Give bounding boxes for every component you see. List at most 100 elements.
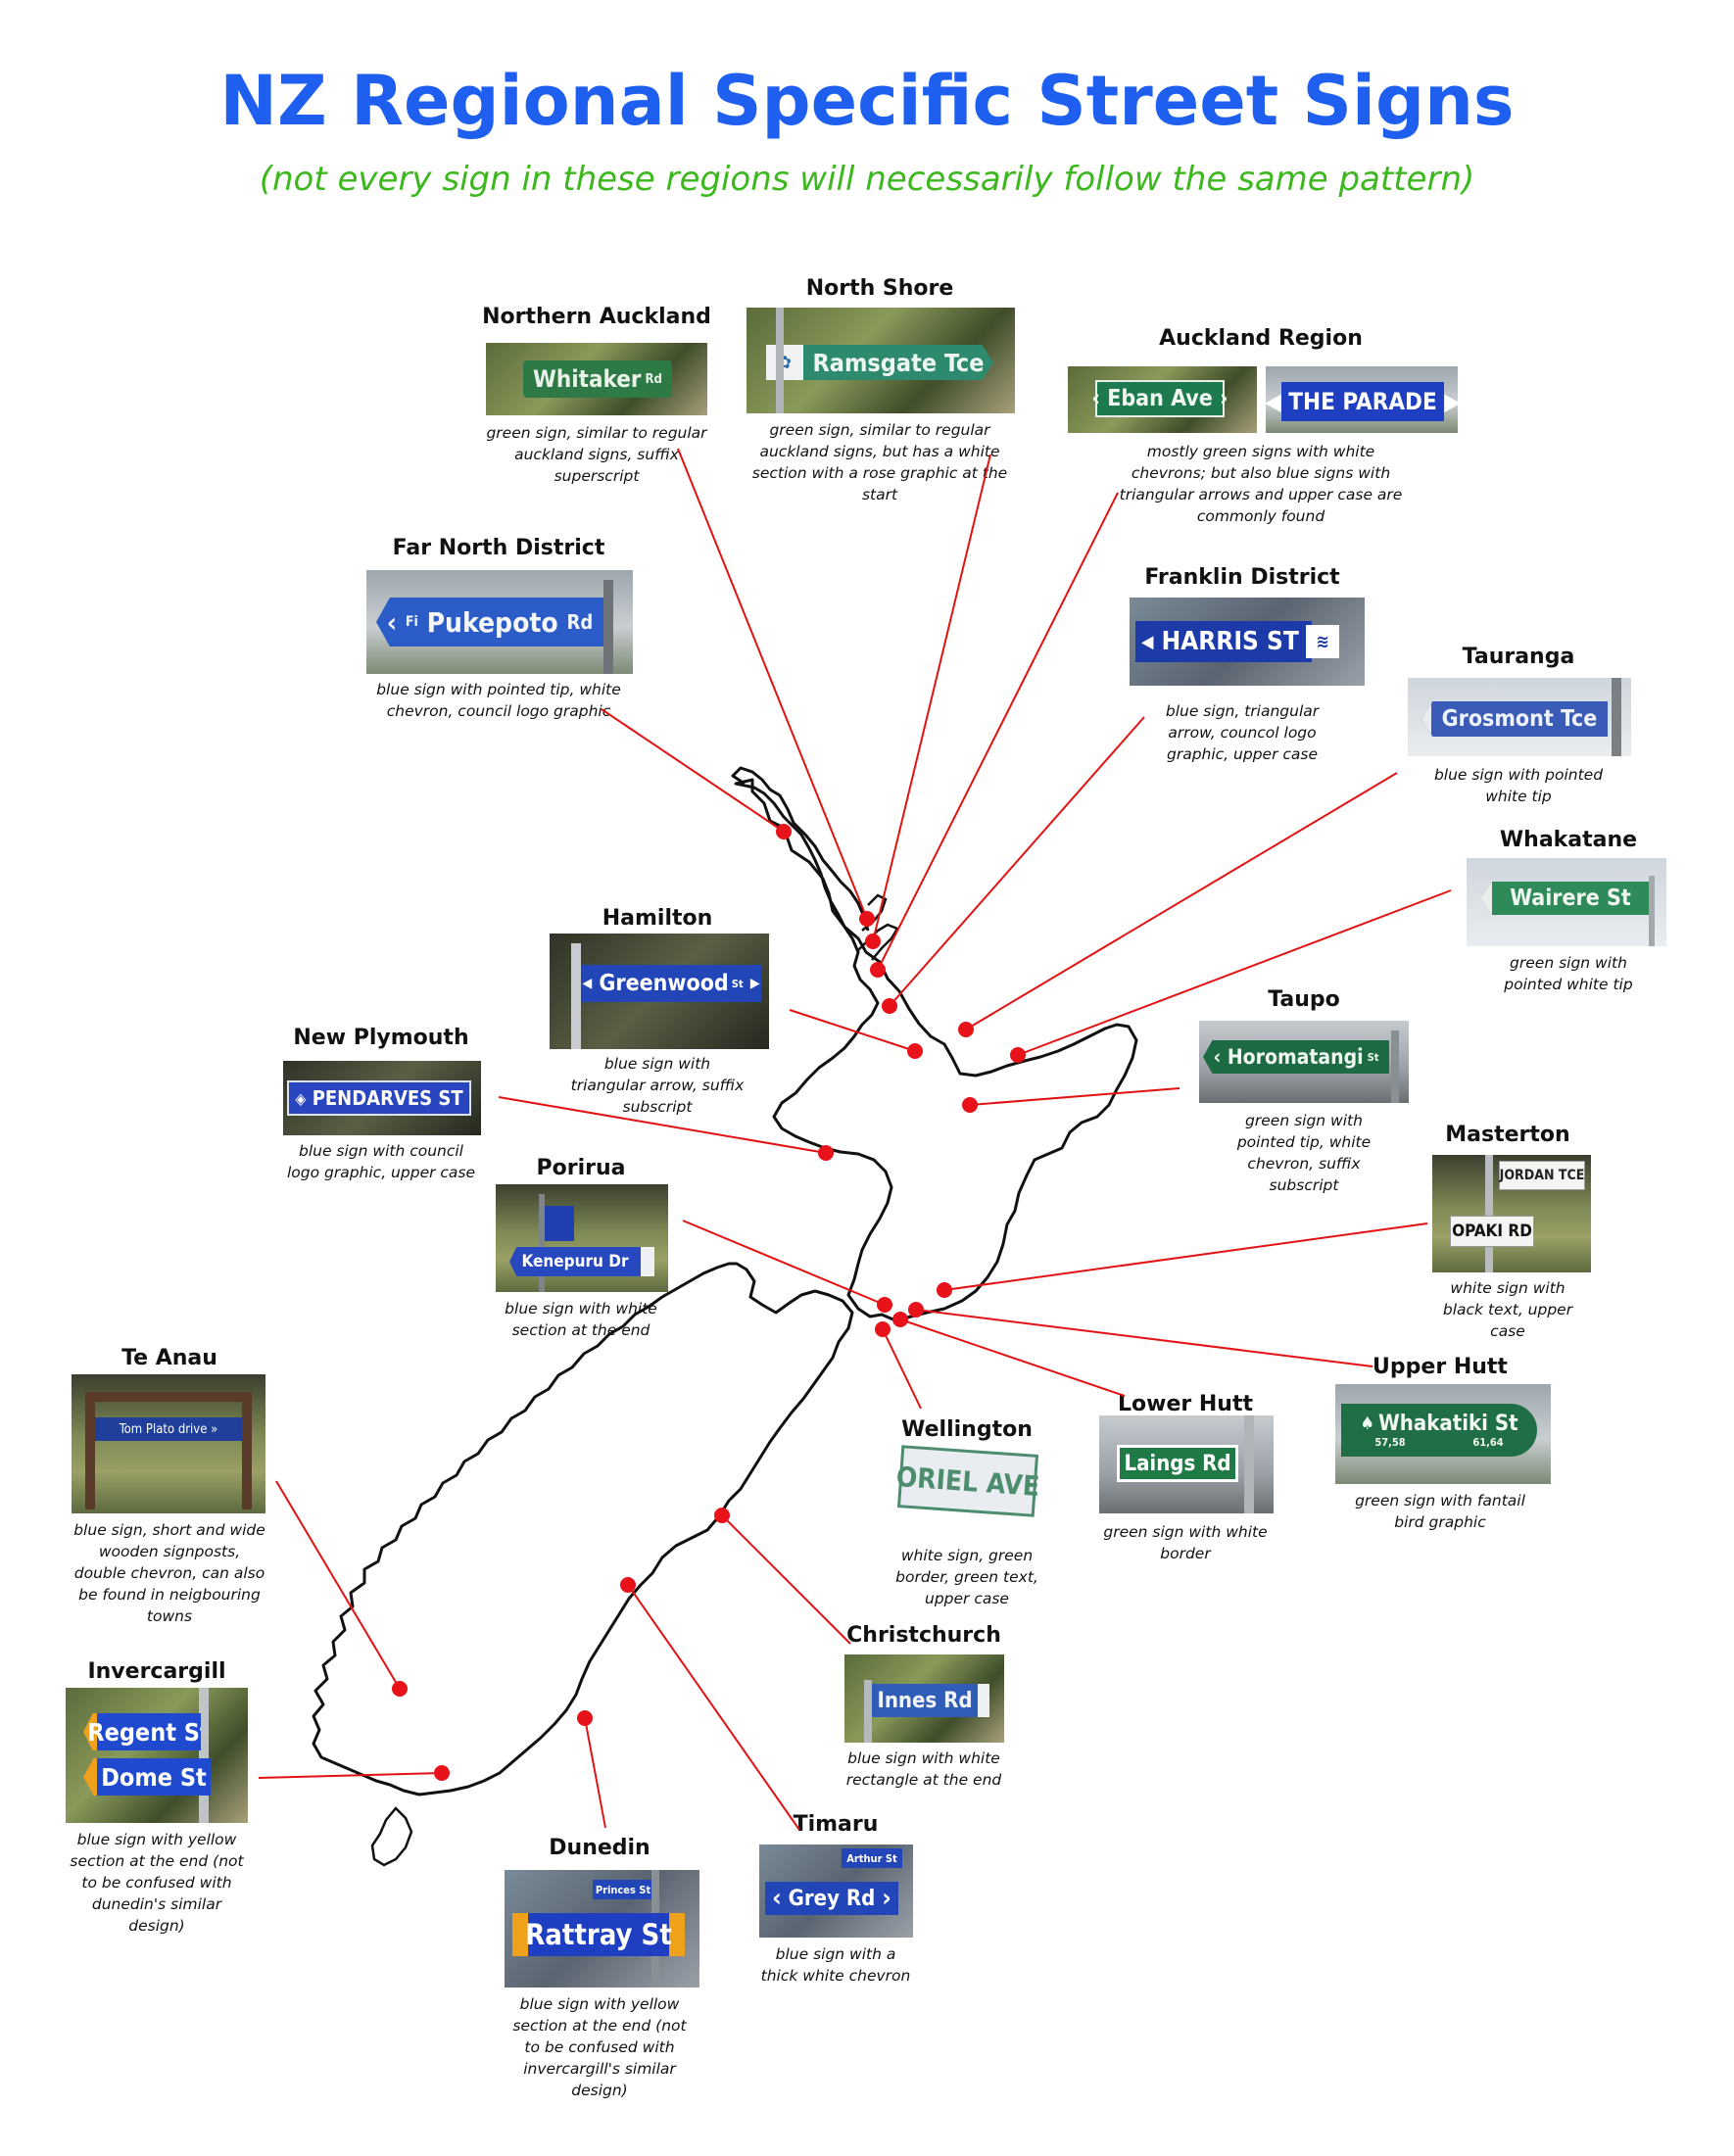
region-name-christchurch: Christchurch [846, 1623, 1001, 1648]
region-name-new-plymouth: New Plymouth [293, 1026, 469, 1050]
sign-photo-porirua: Kenepuru Dr [496, 1184, 668, 1292]
sign-suffix: Rd [645, 371, 662, 387]
sign-auckland-region-blue: ◀ THE PARADE ▶ [1266, 382, 1458, 421]
council-logo-icon: ≋ [1306, 625, 1339, 658]
region-name-north-shore: North Shore [805, 276, 954, 301]
council-logo-icon: ◈ [295, 1088, 307, 1108]
region-description-auckland-region: mostly green signs with white chevrons; … [1119, 443, 1403, 525]
sign-lower-hutt: Laings Rd [1117, 1445, 1238, 1482]
sign-suffix: Rd [566, 610, 594, 634]
sign-north-shore: Ramsgate Tce [803, 345, 993, 380]
triangle-left-icon: ◀ [1141, 631, 1154, 652]
region-description-northern-auckland: green sign, similar to regular auckland … [486, 424, 707, 485]
fantail-bird-icon: ♠ [1360, 1413, 1374, 1434]
region-name-lower-hutt: Lower Hutt [1118, 1392, 1253, 1416]
region-name-auckland-region: Auckland Region [1159, 326, 1363, 351]
sign-post [1649, 876, 1655, 946]
sign-post [864, 1680, 872, 1743]
region-name-far-north-district: Far North District [392, 536, 605, 560]
region-description-lower-hutt: green sign with white border [1103, 1523, 1268, 1562]
sign-photo-far-north-district: ‹ Fi Pukepoto Rd [366, 570, 633, 674]
chevron-right-icon: › [1220, 386, 1228, 411]
sign-numbers-left: 57,58 [1374, 1436, 1406, 1449]
triangle-right-icon: ▶ [1444, 388, 1458, 415]
small-street-sign [545, 1206, 574, 1241]
sign-te-anau: Tom Plato drive » [95, 1417, 242, 1441]
sign-photo-auckland-region-blue: ◀ THE PARADE ▶ [1266, 366, 1458, 433]
sign-post [539, 1194, 545, 1292]
region-description-dunedin: blue sign with yellow section at the end… [512, 1995, 687, 2099]
sign-wellington: ORIEL AVE [897, 1445, 1038, 1517]
sign-franklin-district: ◀ HARRIS ST [1135, 621, 1312, 662]
sign-photo-whakatane: Wairere St [1467, 858, 1666, 946]
region-name-te-anau: Te Anau [121, 1346, 217, 1370]
region-description-invercargill: blue sign with yellow section at the end… [70, 1831, 244, 1935]
region-description-far-north-district: blue sign with pointed tip, white chevro… [376, 681, 621, 720]
region-name-hamilton: Hamilton [602, 906, 713, 931]
sign-photo-wellington: ORIEL AVE [897, 1444, 1038, 1534]
sign-photo-timaru: Arthur St ‹ Grey Rd › [759, 1845, 913, 1938]
sign-new-plymouth: ◈ PENDARVES ST [287, 1080, 471, 1116]
sign-text: Eban Ave [1107, 386, 1213, 411]
south-island-outline [312, 1262, 854, 1797]
region-name-timaru: Timaru [793, 1812, 879, 1837]
region-name-whakatane: Whakatane [1499, 828, 1638, 852]
region-name-dunedin: Dunedin [549, 1836, 650, 1860]
region-description-wellington: white sign, green border, green text, up… [895, 1547, 1038, 1607]
sign-invercargill-upper: Regent St [83, 1713, 201, 1750]
sign-photo-franklin-district: ◀ HARRIS ST ≋ [1130, 598, 1365, 686]
region-description-hamilton: blue sign with triangular arrow, suffix … [570, 1055, 745, 1116]
sign-text: HARRIS ST [1161, 627, 1299, 656]
sign-far-north-district: ‹ Fi Pukepoto Rd [376, 598, 603, 647]
sign-photo-lower-hutt: Laings Rd [1099, 1415, 1274, 1513]
sign-suffix: St [1367, 1050, 1379, 1064]
region-description-tauranga: blue sign with pointed white tip [1433, 766, 1604, 805]
sign-photo-dunedin: Princes St Rattray St [505, 1870, 699, 1988]
region-description-taupo: green sign with pointed tip, white chevr… [1236, 1112, 1372, 1194]
chevron-left-icon: ‹ [386, 605, 398, 639]
sign-whakatane: Wairere St [1480, 882, 1649, 915]
sign-text: Pukepoto [426, 605, 558, 639]
region-name-northern-auckland: Northern Auckland [482, 305, 711, 329]
sign-tauranga: Grosmont Tce [1421, 701, 1608, 737]
region-description-christchurch: blue sign with white rectangle at the en… [845, 1749, 1002, 1789]
sign-christchurch: Innes Rd [872, 1684, 989, 1717]
triangle-left-icon: ◀ [1266, 388, 1281, 415]
region-description-north-shore: green sign, similar to regular auckland … [751, 421, 1008, 503]
sign-dunedin-upper: Princes St [593, 1880, 653, 1899]
sign-post [1244, 1415, 1254, 1513]
region-name-invercargill: Invercargill [87, 1659, 226, 1684]
wooden-post-right [242, 1392, 252, 1509]
triangle-right-icon: ▶ [749, 976, 760, 991]
page-subtitle: (not every sign in these regions will ne… [259, 160, 1475, 199]
sign-post [1485, 1155, 1493, 1272]
sign-post [1391, 1030, 1399, 1103]
wooden-post-left [85, 1392, 95, 1509]
region-description-new-plymouth: blue sign with council logo graphic, upp… [286, 1142, 476, 1181]
sign-photo-invercargill: Regent St Dome St [66, 1688, 248, 1823]
region-description-porirua: blue sign with white section at the end [505, 1300, 657, 1339]
rose-graphic-icon: ✿ [766, 345, 803, 380]
region-name-wellington: Wellington [901, 1417, 1033, 1442]
region-name-taupo: Taupo [1268, 987, 1340, 1012]
region-description-upper-hutt: green sign with fantail bird graphic [1355, 1492, 1525, 1531]
sign-timaru: ‹ Grey Rd › [765, 1882, 898, 1915]
sign-photo-te-anau: Tom Plato drive » [72, 1374, 265, 1513]
page-title: NZ Regional Specific Street Signs [219, 61, 1515, 141]
sign-text: Greenwood [599, 971, 729, 996]
sign-numbers-right: 61,64 [1472, 1436, 1504, 1449]
sign-post [776, 308, 784, 413]
thick-chevron-right-icon: › [882, 1884, 891, 1913]
stewart-island-outline [370, 1806, 413, 1867]
sign-text: Tom Plato drive [119, 1421, 208, 1437]
sign-text: PENDARVES ST [312, 1086, 463, 1110]
sign-text: Horomatangi [1227, 1045, 1364, 1069]
